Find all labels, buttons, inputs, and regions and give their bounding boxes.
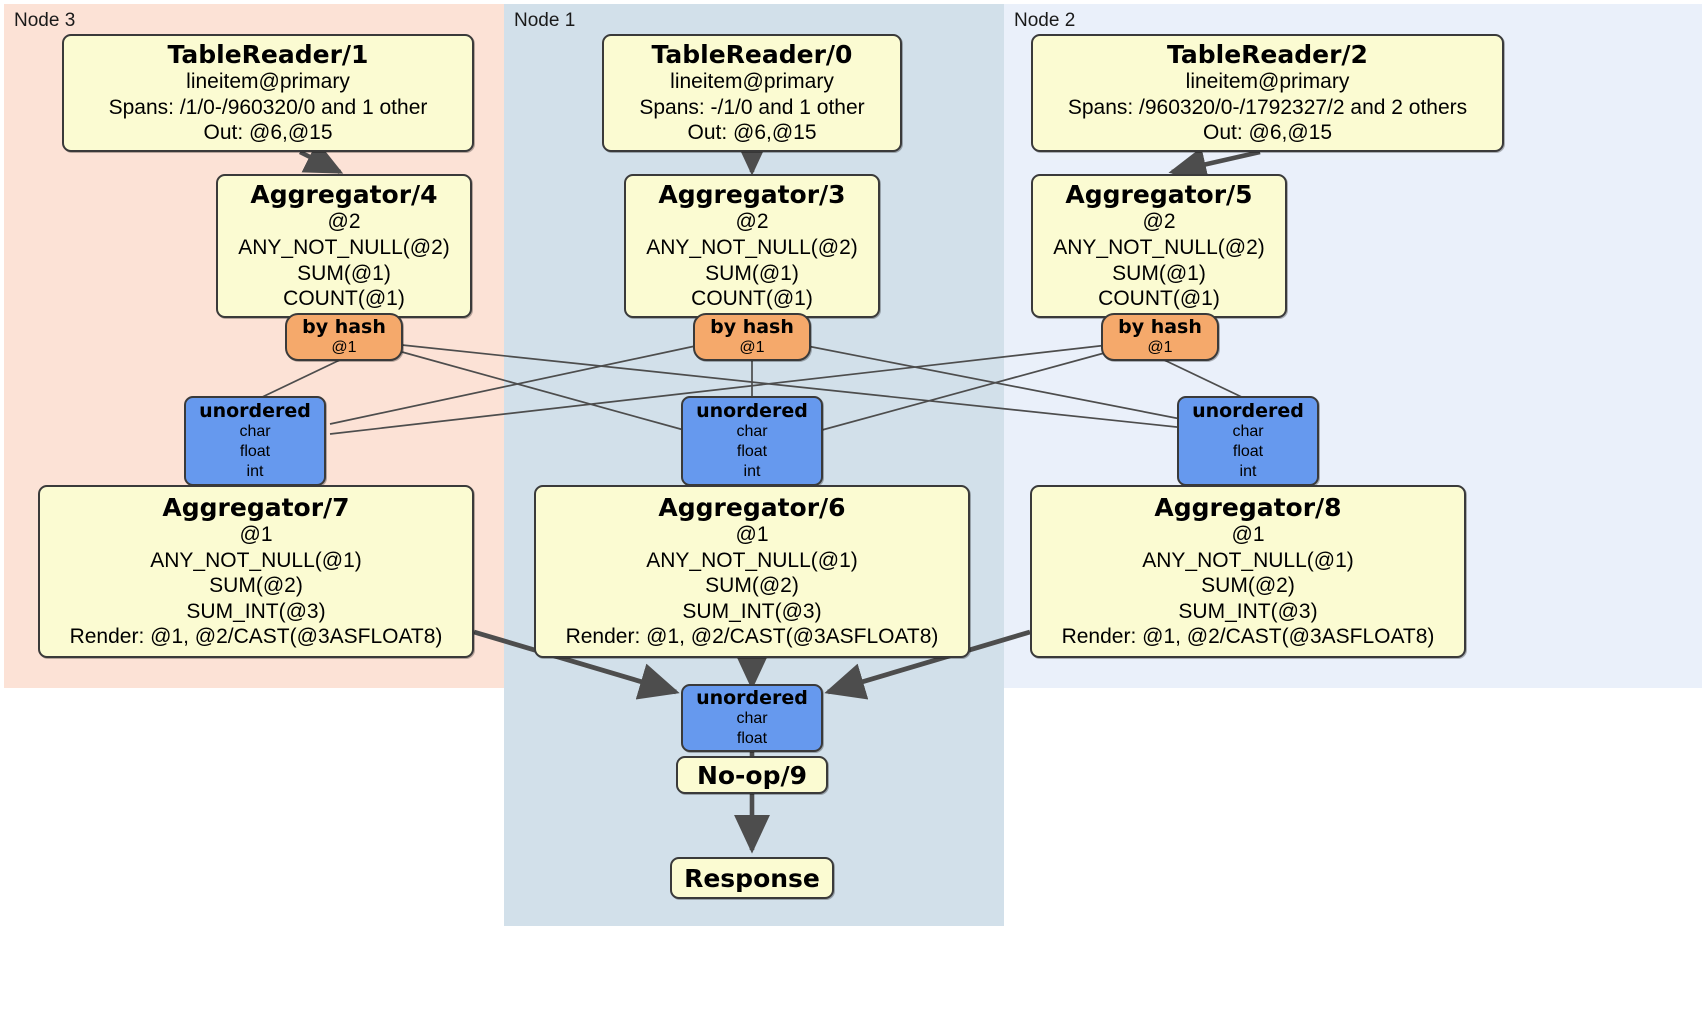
- node-title: Aggregator/6: [658, 492, 846, 522]
- node-detail-line: lineitem@primary: [1185, 70, 1350, 94]
- node-detail-line: @1: [1147, 339, 1173, 357]
- node-detail-line: ANY_NOT_NULL(@2): [238, 235, 450, 259]
- node-title: unordered: [696, 399, 808, 422]
- node-by-hash-center[interactable]: by hash @1: [693, 313, 811, 361]
- node-unordered-left[interactable]: unordered char float int: [184, 396, 326, 486]
- node-detail-line: SUM_INT(@3): [186, 599, 326, 623]
- node-detail-line: SUM(@2): [209, 574, 303, 598]
- node-aggregator-4[interactable]: Aggregator/4 @2 ANY_NOT_NULL(@2) SUM(@1)…: [216, 174, 472, 318]
- node-detail-line: @2: [1142, 210, 1176, 234]
- node-detail-line: SUM(@2): [705, 574, 799, 598]
- node-tablereader-0[interactable]: TableReader/0 lineitem@primary Spans: -/…: [602, 34, 902, 152]
- node-detail-line: int: [1239, 463, 1257, 481]
- node-by-hash-left[interactable]: by hash @1: [285, 313, 403, 361]
- node-title: unordered: [696, 686, 808, 709]
- panel-node-1-label: Node 1: [514, 10, 576, 31]
- node-detail-line: SUM(@1): [297, 261, 391, 285]
- node-aggregator-7[interactable]: Aggregator/7 @1 ANY_NOT_NULL(@1) SUM(@2)…: [38, 485, 474, 658]
- node-detail-line: Spans: /960320/0-/1792327/2 and 2 others: [1067, 95, 1468, 119]
- node-title: TableReader/0: [651, 40, 853, 70]
- node-by-hash-right[interactable]: by hash @1: [1101, 313, 1219, 361]
- node-title: Aggregator/4: [250, 180, 438, 210]
- node-detail-line: char: [736, 710, 768, 728]
- node-detail-line: char: [736, 423, 768, 441]
- node-detail-line: @1: [331, 339, 357, 357]
- node-detail-line: lineitem@primary: [670, 70, 834, 94]
- node-detail-line: Spans: /1/0-/960320/0 and 1 other: [108, 95, 428, 119]
- node-no-op-9[interactable]: No-op/9: [676, 756, 828, 794]
- node-title: No-op/9: [696, 760, 808, 790]
- node-detail-line: SUM(@2): [1201, 574, 1295, 598]
- node-detail-line: Spans: -/1/0 and 1 other: [639, 95, 865, 119]
- node-detail-line: SUM(@1): [705, 261, 799, 285]
- node-title: Aggregator/8: [1154, 492, 1342, 522]
- node-detail-line: lineitem@primary: [186, 70, 350, 94]
- node-title: Aggregator/7: [162, 492, 350, 522]
- node-detail-line: @1: [735, 522, 769, 546]
- node-detail-line: ANY_NOT_NULL(@2): [1053, 235, 1265, 259]
- node-detail-line: float: [736, 730, 768, 748]
- node-title: by hash: [302, 315, 386, 338]
- node-detail-line: @1: [1231, 522, 1265, 546]
- node-title: TableReader/1: [167, 40, 369, 70]
- node-detail-line: int: [743, 463, 761, 481]
- node-detail-line: ANY_NOT_NULL(@1): [1142, 548, 1354, 572]
- node-tablereader-2[interactable]: TableReader/2 lineitem@primary Spans: /9…: [1031, 34, 1504, 152]
- node-title: Response: [684, 863, 820, 893]
- node-detail-line: COUNT(@1): [1098, 287, 1220, 311]
- node-detail-line: SUM_INT(@3): [1178, 599, 1318, 623]
- node-detail-line: @2: [735, 210, 769, 234]
- node-title: Aggregator/5: [1065, 180, 1253, 210]
- panel-node-2-label: Node 2: [1014, 10, 1076, 31]
- node-detail-line: Render: @1, @2/CAST(@3ASFLOAT8): [69, 625, 443, 649]
- node-unordered-center[interactable]: unordered char float int: [681, 396, 823, 486]
- node-detail-line: COUNT(@1): [283, 287, 405, 311]
- node-detail-line: Out: @6,@15: [687, 121, 817, 145]
- node-detail-line: @1: [239, 522, 273, 546]
- node-detail-line: Out: @6,@15: [1202, 121, 1333, 145]
- node-detail-line: Render: @1, @2/CAST(@3ASFLOAT8): [565, 625, 939, 649]
- node-detail-line: float: [1232, 443, 1264, 461]
- node-detail-line: SUM(@1): [1112, 261, 1206, 285]
- node-aggregator-8[interactable]: Aggregator/8 @1 ANY_NOT_NULL(@1) SUM(@2)…: [1030, 485, 1466, 658]
- node-response[interactable]: Response: [670, 857, 834, 899]
- node-detail-line: SUM_INT(@3): [682, 599, 822, 623]
- node-detail-line: char: [1232, 423, 1264, 441]
- node-aggregator-3[interactable]: Aggregator/3 @2 ANY_NOT_NULL(@2) SUM(@1)…: [624, 174, 880, 318]
- node-detail-line: @1: [739, 339, 765, 357]
- node-title: unordered: [199, 399, 311, 422]
- node-title: by hash: [710, 315, 794, 338]
- node-unordered-final[interactable]: unordered char float: [681, 684, 823, 752]
- node-unordered-right[interactable]: unordered char float int: [1177, 396, 1319, 486]
- node-tablereader-1[interactable]: TableReader/1 lineitem@primary Spans: /1…: [62, 34, 474, 152]
- node-detail-line: Render: @1, @2/CAST(@3ASFLOAT8): [1061, 625, 1435, 649]
- node-detail-line: float: [239, 443, 271, 461]
- node-detail-line: COUNT(@1): [691, 287, 813, 311]
- node-title: TableReader/2: [1167, 40, 1368, 70]
- node-aggregator-5[interactable]: Aggregator/5 @2 ANY_NOT_NULL(@2) SUM(@1)…: [1031, 174, 1287, 318]
- node-detail-line: Out: @6,@15: [203, 121, 333, 145]
- panel-node-3-label: Node 3: [14, 10, 76, 31]
- node-detail-line: ANY_NOT_NULL(@1): [150, 548, 362, 572]
- node-title: unordered: [1192, 399, 1304, 422]
- node-title: by hash: [1118, 315, 1202, 338]
- node-detail-line: @2: [327, 210, 361, 234]
- node-detail-line: ANY_NOT_NULL(@1): [646, 548, 858, 572]
- node-detail-line: char: [239, 423, 271, 441]
- node-aggregator-6[interactable]: Aggregator/6 @1 ANY_NOT_NULL(@1) SUM(@2)…: [534, 485, 970, 658]
- node-detail-line: ANY_NOT_NULL(@2): [646, 235, 858, 259]
- node-detail-line: float: [736, 443, 768, 461]
- node-title: Aggregator/3: [658, 180, 846, 210]
- node-detail-line: int: [246, 463, 264, 481]
